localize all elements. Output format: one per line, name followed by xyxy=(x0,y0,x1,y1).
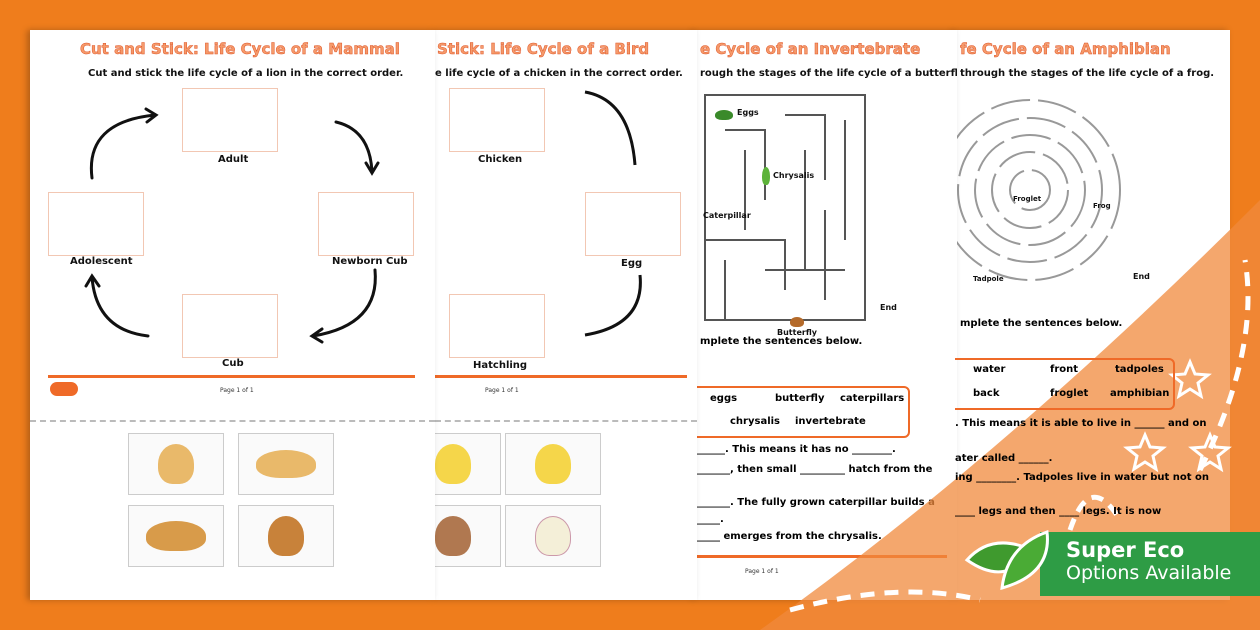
stage-label: Newborn Cub xyxy=(332,256,408,267)
sentence: _______. The fully grown caterpillar bui… xyxy=(695,497,935,508)
badge-line1: Super Eco xyxy=(1066,538,1185,562)
sentence: ____ legs and then ____ legs. It is now xyxy=(955,506,1162,517)
stage-box xyxy=(182,88,278,152)
stage-box xyxy=(318,192,414,256)
word: chrysalis xyxy=(730,416,781,427)
sentence: ______. This means it has no ________. xyxy=(695,444,896,455)
circular-maze xyxy=(955,99,1121,281)
cut-line xyxy=(30,420,435,422)
page-title: Stick: Life Cycle of a Bird xyxy=(437,40,650,59)
worksheet-bird: Stick: Life Cycle of a Bird e life cycle… xyxy=(435,30,697,600)
maze-label: Frog xyxy=(1093,202,1111,210)
butterfly-image xyxy=(790,317,804,327)
sentence: . This means it is able to live in _____… xyxy=(955,418,1207,429)
sentence: ing ________. Tadpoles live in water but… xyxy=(955,472,1209,483)
footer-line xyxy=(435,375,687,378)
footer-line xyxy=(48,375,415,378)
word: froglet xyxy=(1050,388,1089,399)
picture-card xyxy=(435,433,501,495)
page-number: Page 1 of 1 xyxy=(485,387,519,394)
stage-label: Adult xyxy=(218,154,249,165)
twinkl-logo xyxy=(50,382,78,396)
word: tadpoles xyxy=(1115,364,1164,375)
stage-label: Adolescent xyxy=(70,256,133,267)
page-number: Page 1 of 1 xyxy=(220,387,254,394)
word: water xyxy=(973,364,1006,375)
word: butterfly xyxy=(775,393,825,404)
worksheet-mammal: Cut and Stick: Life Cycle of a Mammal Cu… xyxy=(30,30,435,600)
word: invertebrate xyxy=(795,416,866,427)
instruction: mplete the sentences below. xyxy=(700,336,863,347)
sentence: _____ emerges from the chrysalis. xyxy=(695,531,882,542)
cycle-arrows xyxy=(584,90,642,337)
stage-box xyxy=(449,294,545,358)
picture-card xyxy=(505,433,601,495)
sentence: _____. xyxy=(695,514,724,525)
word: caterpillars xyxy=(840,393,905,404)
worksheet-invertebrate: e Cycle of an Invertebrate rough the sta… xyxy=(695,30,957,600)
picture-card-lion-lying xyxy=(128,505,224,567)
stage-label: Chicken xyxy=(478,154,523,165)
sentence: ater called ______. xyxy=(955,453,1053,464)
maze-label: End xyxy=(880,303,897,312)
leaf-eggs-image xyxy=(715,110,733,120)
cycle-arrows xyxy=(84,107,380,344)
maze-label: End xyxy=(1133,272,1150,281)
picture-card-lion-cub-walking xyxy=(238,433,334,495)
picture-card xyxy=(505,505,601,567)
stage-label: Hatchling xyxy=(473,360,528,371)
page-number: Page 1 of 1 xyxy=(745,568,779,575)
page-title: e Cycle of an Invertebrate xyxy=(700,40,921,59)
stage-label: Egg xyxy=(621,258,643,269)
maze-label: Eggs xyxy=(737,108,759,117)
badge-line2: Options Available xyxy=(1066,562,1232,584)
leaf-icon xyxy=(964,529,1049,591)
stage-box xyxy=(585,192,681,256)
page-subtitle: Cut and stick the life cycle of a lion i… xyxy=(88,68,404,79)
stage-box xyxy=(449,88,545,152)
picture-card xyxy=(435,505,501,567)
stage-box xyxy=(182,294,278,358)
square-maze xyxy=(704,94,866,321)
picture-card-lion-adult xyxy=(238,505,334,567)
page-subtitle: through the stages of the life cycle of … xyxy=(960,68,1215,79)
eco-badge: Super Eco Options Available xyxy=(1040,532,1260,596)
stage-label: Cub xyxy=(222,358,244,369)
footer-line xyxy=(695,555,947,558)
maze-label: Butterfly xyxy=(777,328,817,337)
word: front xyxy=(1050,364,1079,375)
word: back xyxy=(973,388,1000,399)
page-title: Cut and Stick: Life Cycle of a Mammal xyxy=(80,40,400,59)
instruction: mplete the sentences below. xyxy=(960,318,1123,329)
star-icon xyxy=(1188,431,1232,473)
maze-label: Froglet xyxy=(1013,195,1042,203)
word-bank xyxy=(695,386,910,438)
word-bank xyxy=(955,358,1175,410)
sentence: _______, then small _________ hatch from… xyxy=(695,464,933,475)
star-icon xyxy=(1168,358,1212,400)
page-title: fe Cycle of an Amphibian xyxy=(960,40,1171,59)
cut-line xyxy=(435,420,697,422)
chrysalis-image xyxy=(762,167,770,185)
word: amphibian xyxy=(1110,388,1170,399)
maze-label: Tadpole xyxy=(973,275,1004,283)
stage-box xyxy=(48,192,144,256)
star-icon xyxy=(1123,431,1167,473)
picture-card-lion-cub xyxy=(128,433,224,495)
maze-label: Caterpillar xyxy=(703,211,751,220)
page-subtitle: rough the stages of the life cycle of a … xyxy=(700,68,957,79)
page-subtitle: e life cycle of a chicken in the correct… xyxy=(435,68,683,79)
maze-label: Chrysalis xyxy=(773,171,815,180)
word: eggs xyxy=(710,393,738,404)
